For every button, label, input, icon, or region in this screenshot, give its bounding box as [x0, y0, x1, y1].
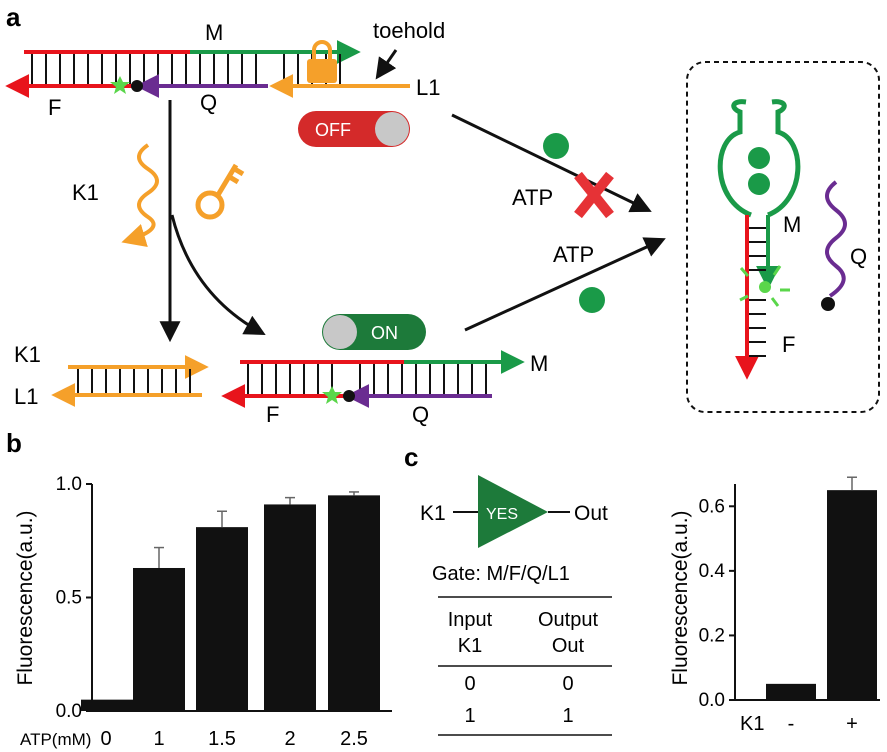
- bottom-f-label: F: [266, 402, 279, 427]
- atp-label-active: ATP: [553, 242, 594, 267]
- panel-b-label: b: [6, 428, 22, 458]
- off-label: OFF: [315, 120, 351, 140]
- chart-b: Fluorescence(a.u.) ATP(mM) 0.0 0.5 1.0 0 1 1…: [14, 474, 392, 750]
- on-switch: ON: [322, 314, 426, 350]
- product-m-label: M: [783, 212, 801, 237]
- chart-c-bars: -+: [766, 476, 877, 735]
- bottom-fluorophore-star: [322, 386, 342, 404]
- x-tick-label: 0: [100, 728, 111, 750]
- x-tick-label: 1: [153, 728, 164, 750]
- gate-caption: Gate: M/F/Q/L1: [432, 563, 570, 585]
- label-m: M: [205, 20, 223, 45]
- arrow-curve: [170, 214, 266, 336]
- x-tick-label: 1.5: [208, 728, 236, 750]
- bar: [133, 567, 185, 711]
- key-icon: [195, 163, 245, 220]
- atp-molecule-bottom: [579, 287, 605, 313]
- toehold-pointer: [375, 49, 398, 80]
- label-l1: L1: [416, 75, 440, 100]
- released-quencher: [821, 297, 835, 311]
- aptamer-loop: [717, 99, 801, 218]
- x-tick-label: 2.5: [340, 728, 368, 750]
- table-cell: 0: [464, 673, 475, 695]
- gate-input-label: K1: [420, 502, 446, 525]
- released-q-strand: [825, 180, 847, 298]
- yes-gate: K1 YES Out Gate: M/F/Q/L1: [420, 475, 608, 585]
- y-tick-label: 0.0: [56, 701, 82, 722]
- duplex-l1-label: L1: [14, 384, 38, 409]
- arrow-blocked: [451, 113, 652, 213]
- table-header-k1: K1: [458, 635, 482, 657]
- block-cross-icon: [574, 171, 614, 219]
- lock-icon: [307, 40, 337, 83]
- y-tick-label: 0.0: [699, 690, 725, 711]
- gate-name-label: YES: [486, 506, 518, 523]
- y-tick-label: 0.5: [56, 588, 82, 609]
- atp-molecule-top: [543, 133, 569, 159]
- table-header-out: Out: [552, 635, 585, 657]
- panel-a-label: a: [6, 2, 21, 32]
- x-tick-label: -: [788, 713, 795, 735]
- atp-bound-2: [748, 173, 770, 195]
- table-header-output: Output: [538, 609, 598, 631]
- top-base-pairs: [31, 54, 341, 84]
- quencher-dot: [131, 80, 143, 92]
- fluorophore-star: [110, 76, 130, 94]
- arrow-active: [464, 237, 666, 332]
- chart-c-y-ticks: 0.0 0.2 0.4 0.6: [699, 496, 735, 711]
- product-box: M Q F: [686, 61, 880, 413]
- bar: [766, 683, 816, 700]
- y-tick-label: 0.6: [699, 496, 725, 517]
- product-q-label: Q: [850, 244, 867, 269]
- duplex-k1-label: K1: [14, 342, 41, 367]
- on-label: ON: [371, 323, 398, 343]
- chart-b-xlabel: ATP(mM): [20, 730, 91, 749]
- x-tick-label: +: [846, 713, 858, 735]
- label-q: Q: [200, 90, 217, 115]
- product-f-label: F: [782, 332, 795, 357]
- chart-c-ylabel: Fluorescence(a.u.): [669, 510, 692, 685]
- atp-bound-1: [748, 147, 770, 169]
- bar: [328, 495, 380, 711]
- y-tick-label: 0.2: [699, 625, 725, 646]
- chart-c: Fluorescence(a.u.) K1 0.00.20.40.6 -+: [669, 476, 880, 735]
- chart-c-xlabel: K1: [740, 713, 764, 735]
- panel-c-label: c: [404, 442, 418, 472]
- atp-label-blocked: ATP: [512, 185, 553, 210]
- label-f: F: [48, 95, 61, 120]
- x-tick-label: 2: [284, 728, 295, 750]
- glowing-fluorophore: [759, 281, 771, 293]
- off-switch: OFF: [298, 111, 410, 147]
- chart-b-bars: 0 1 1.5 2 2.5: [81, 491, 380, 750]
- k1-l1-duplex: K1 L1: [14, 342, 209, 409]
- bar: [196, 527, 248, 711]
- k1-wavy-strand: [121, 143, 159, 247]
- table-cell: 0: [562, 673, 573, 695]
- bottom-q-label: Q: [412, 402, 429, 427]
- bottom-quencher-dot: [343, 390, 355, 402]
- table-cell: 1: [562, 705, 573, 727]
- y-tick-label: 1.0: [56, 474, 82, 495]
- top-duplex: M F Q L1 toehold: [5, 18, 445, 120]
- toehold-label: toehold: [373, 18, 445, 43]
- bottom-duplex: M F Q: [221, 350, 548, 427]
- table-header-input: Input: [448, 609, 493, 631]
- glow-rays: [739, 265, 790, 307]
- bar: [81, 699, 133, 711]
- chart-b-y-ticks: 0.0 0.5 1.0: [56, 474, 92, 722]
- y-tick-label: 0.4: [699, 561, 726, 582]
- gate-output-label: Out: [574, 502, 608, 525]
- bar: [264, 504, 316, 711]
- k1-label-free: K1: [72, 180, 99, 205]
- chart-b-ylabel: Fluorescence(a.u.): [14, 510, 37, 685]
- bar: [827, 490, 877, 700]
- gate-triangle: [478, 475, 548, 548]
- table-cell: 1: [464, 705, 475, 727]
- truth-table: Input K1 Output Out 0 0 1 1: [438, 596, 612, 736]
- bottom-m-label: M: [530, 351, 548, 376]
